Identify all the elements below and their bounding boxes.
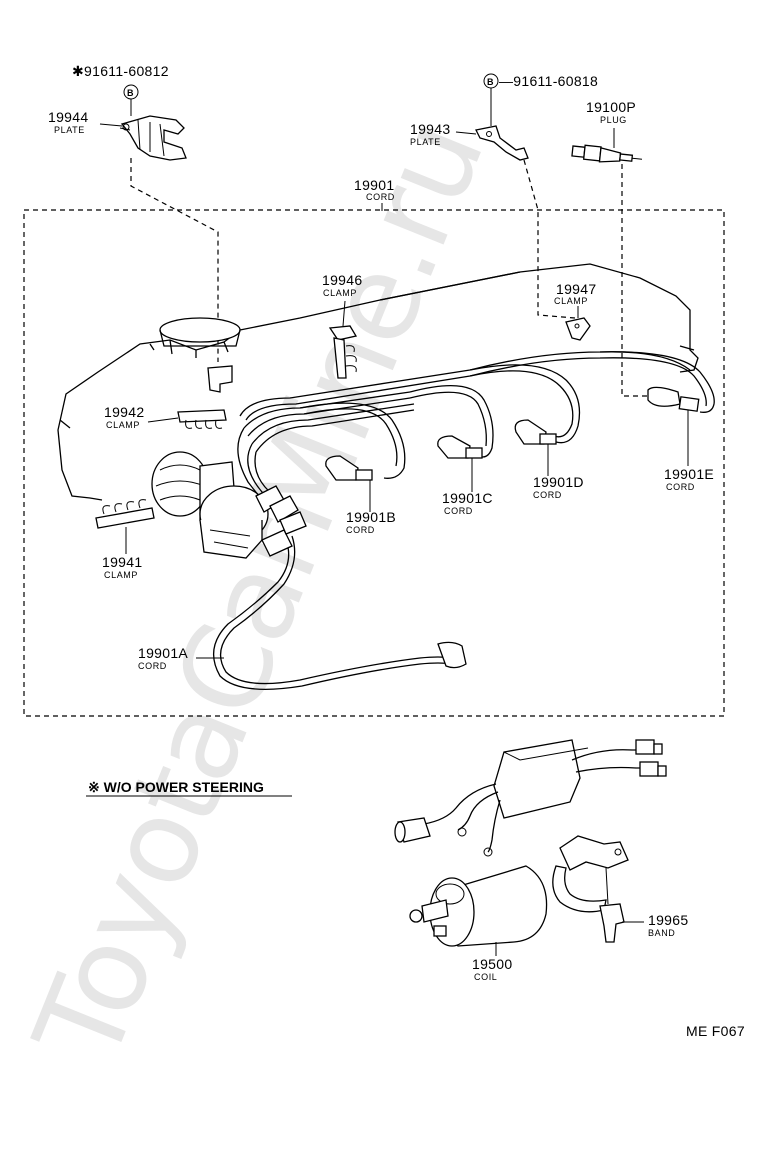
label-19943-name: PLATE: [410, 137, 441, 147]
leader-19943: [455, 131, 477, 135]
clamp-19947-drawing: [565, 317, 591, 341]
clamp-19942-drawing: [177, 409, 227, 429]
label-19901B-num: 19901B: [346, 509, 396, 525]
label-19901C-num: 19901C: [442, 490, 493, 506]
clamp-19941-drawing: [95, 499, 155, 529]
label-19901-name: CORD: [366, 192, 395, 202]
label-19946-name: CLAMP: [323, 288, 357, 298]
clamp-19946-drawing: [328, 325, 358, 379]
coil-19500-drawing: [409, 865, 548, 947]
boot-19901C: [437, 435, 483, 459]
label-19944-bolt: ✱91611-60812: [72, 63, 169, 79]
label-19901E-num: 19901E: [664, 466, 714, 482]
resistor-harness-drawing: [394, 739, 667, 857]
label-19901C-name: CORD: [444, 506, 473, 516]
label-19901E-name: CORD: [666, 482, 695, 492]
label-19946-num: 19946: [322, 272, 362, 288]
label-19941-name: CLAMP: [104, 570, 138, 580]
label-19901D-num: 19901D: [533, 474, 584, 490]
distributor-drawing: [151, 451, 269, 559]
boot-19901E: [647, 386, 700, 412]
label-19100P-num: 19100P: [586, 99, 636, 115]
bracket-19944-mount: [207, 365, 233, 393]
label-19901-num: 19901: [354, 177, 394, 193]
label-19942-name: CLAMP: [106, 420, 140, 430]
footer-code: ME F067: [686, 1023, 745, 1039]
boot-19901B: [325, 455, 373, 481]
label-19942-num: 19942: [104, 404, 144, 420]
label-19901D-name: CORD: [533, 490, 562, 500]
note-wo-power-steering: ※ W/O POWER STEERING: [88, 779, 264, 795]
label-19944-name: PLATE: [54, 125, 85, 135]
label-19947-num: 19947: [556, 281, 596, 297]
boot-19901A: [437, 641, 467, 669]
label-19965-name: BAND: [648, 928, 675, 938]
leader-19946: [342, 300, 346, 327]
label-19901B-name: CORD: [346, 525, 375, 535]
label-19944-num: 19944: [48, 109, 88, 125]
label-19941-num: 19941: [102, 554, 142, 570]
dash-leader-19944: [130, 158, 219, 362]
boot-19901D: [514, 419, 557, 445]
dash-leader-19943: [523, 159, 576, 319]
cord-bundle: [212, 351, 715, 690]
engine-outline: [57, 263, 699, 501]
plate-19943-drawing: [475, 125, 529, 161]
leader-19944: [99, 123, 123, 127]
label-19901A-name: CORD: [138, 661, 167, 671]
label-19100P-name: PLUG: [600, 115, 627, 125]
label-19901A-num: 19901A: [138, 645, 188, 661]
label-19500-num: 19500: [472, 956, 512, 972]
plug-19100P-drawing: [571, 144, 643, 163]
leader-19942: [147, 417, 179, 423]
label-19943-num: 19943: [410, 121, 450, 137]
plate-19944-drawing: [119, 115, 187, 161]
label-19965-num: 19965: [648, 912, 688, 928]
label-19500-name: COIL: [474, 972, 497, 982]
label-19943-bolt: —91611-60818: [499, 73, 598, 89]
bolt-mark-19944-letter: B: [127, 88, 134, 98]
bolt-mark-19943-letter: B: [487, 77, 494, 87]
label-19947-name: CLAMP: [554, 296, 588, 306]
band-19965-drawing: [552, 835, 629, 943]
